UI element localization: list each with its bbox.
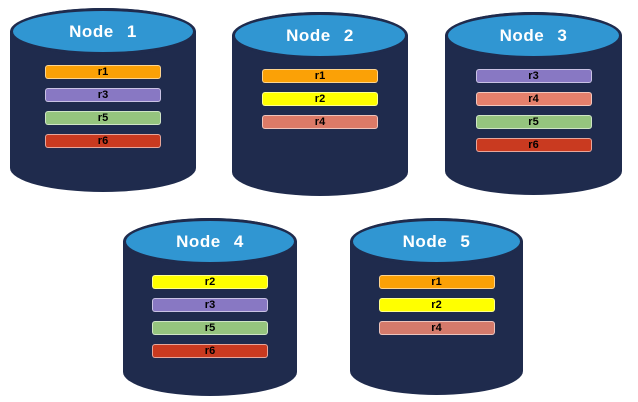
replica-bar: r2 [152,275,268,289]
replica-bar: r3 [152,298,268,312]
replica-label: r2 [314,92,326,105]
node-title: Node 5 [402,232,471,251]
replica-label: r2 [204,275,216,288]
replica-bar: r2 [378,298,495,312]
replica-label: r5 [97,111,109,124]
replica-list: r1 r3 r5 r6 [10,65,196,148]
node-cylinder-5: Node 5 r1 r2 r4 [350,218,523,395]
node-cylinder-1: Node 1 r1 r3 r5 r6 [10,8,196,192]
replica-label: r3 [204,298,216,311]
replica-bar: r5 [152,321,268,335]
replica-label: r3 [528,69,539,82]
replica-label: r5 [528,115,539,128]
replica-label: r4 [314,115,326,128]
node-cylinder-3: Node 3 r3 r4 r5 r6 [445,12,622,195]
node-cylinder-2: Node 2 r1 r2 r4 [232,12,408,196]
cylinder-top: Node 3 [445,12,622,59]
replica-bar: r4 [475,92,592,106]
replica-bar: r4 [262,115,378,129]
cylinder-top: Node 5 [350,218,523,265]
replica-bar: r6 [152,344,268,358]
replica-bar: r6 [45,134,161,148]
replica-bar: r3 [45,88,161,102]
replica-bar: r4 [378,321,495,335]
node-title: Node 4 [176,232,244,251]
replica-label: r6 [204,344,216,357]
replica-label: r2 [431,298,442,311]
replica-list: r2 r3 r5 r6 [123,275,297,358]
cylinder-top: Node 2 [232,12,408,59]
replica-label: r6 [97,134,109,147]
replica-label: r1 [97,65,109,78]
replica-label: r6 [528,138,539,151]
cylinder-top: Node 1 [10,8,196,55]
replica-list: r1 r2 r4 [232,69,408,129]
replica-list: r1 r2 r4 [350,275,523,335]
replica-bar: r1 [45,65,161,79]
replica-label: r5 [204,321,216,334]
replica-label: r1 [314,69,326,82]
node-title: Node 2 [286,26,354,45]
replica-bar: r5 [475,115,592,129]
replica-list: r3 r4 r5 r6 [445,69,622,152]
replica-label: r1 [431,275,442,288]
replica-label: r4 [528,92,539,105]
replica-bar: r2 [262,92,378,106]
replica-bar: r6 [475,138,592,152]
replica-bar: r3 [475,69,592,83]
node-cylinder-4: Node 4 r2 r3 r5 r6 [123,218,297,396]
replica-label: r4 [431,321,442,334]
replica-bar: r1 [262,69,378,83]
node-title: Node 1 [69,22,137,41]
cylinder-top: Node 4 [123,218,297,265]
replica-bar: r1 [378,275,495,289]
replica-bar: r5 [45,111,161,125]
node-title: Node 3 [499,26,568,45]
replica-label: r3 [97,88,109,101]
